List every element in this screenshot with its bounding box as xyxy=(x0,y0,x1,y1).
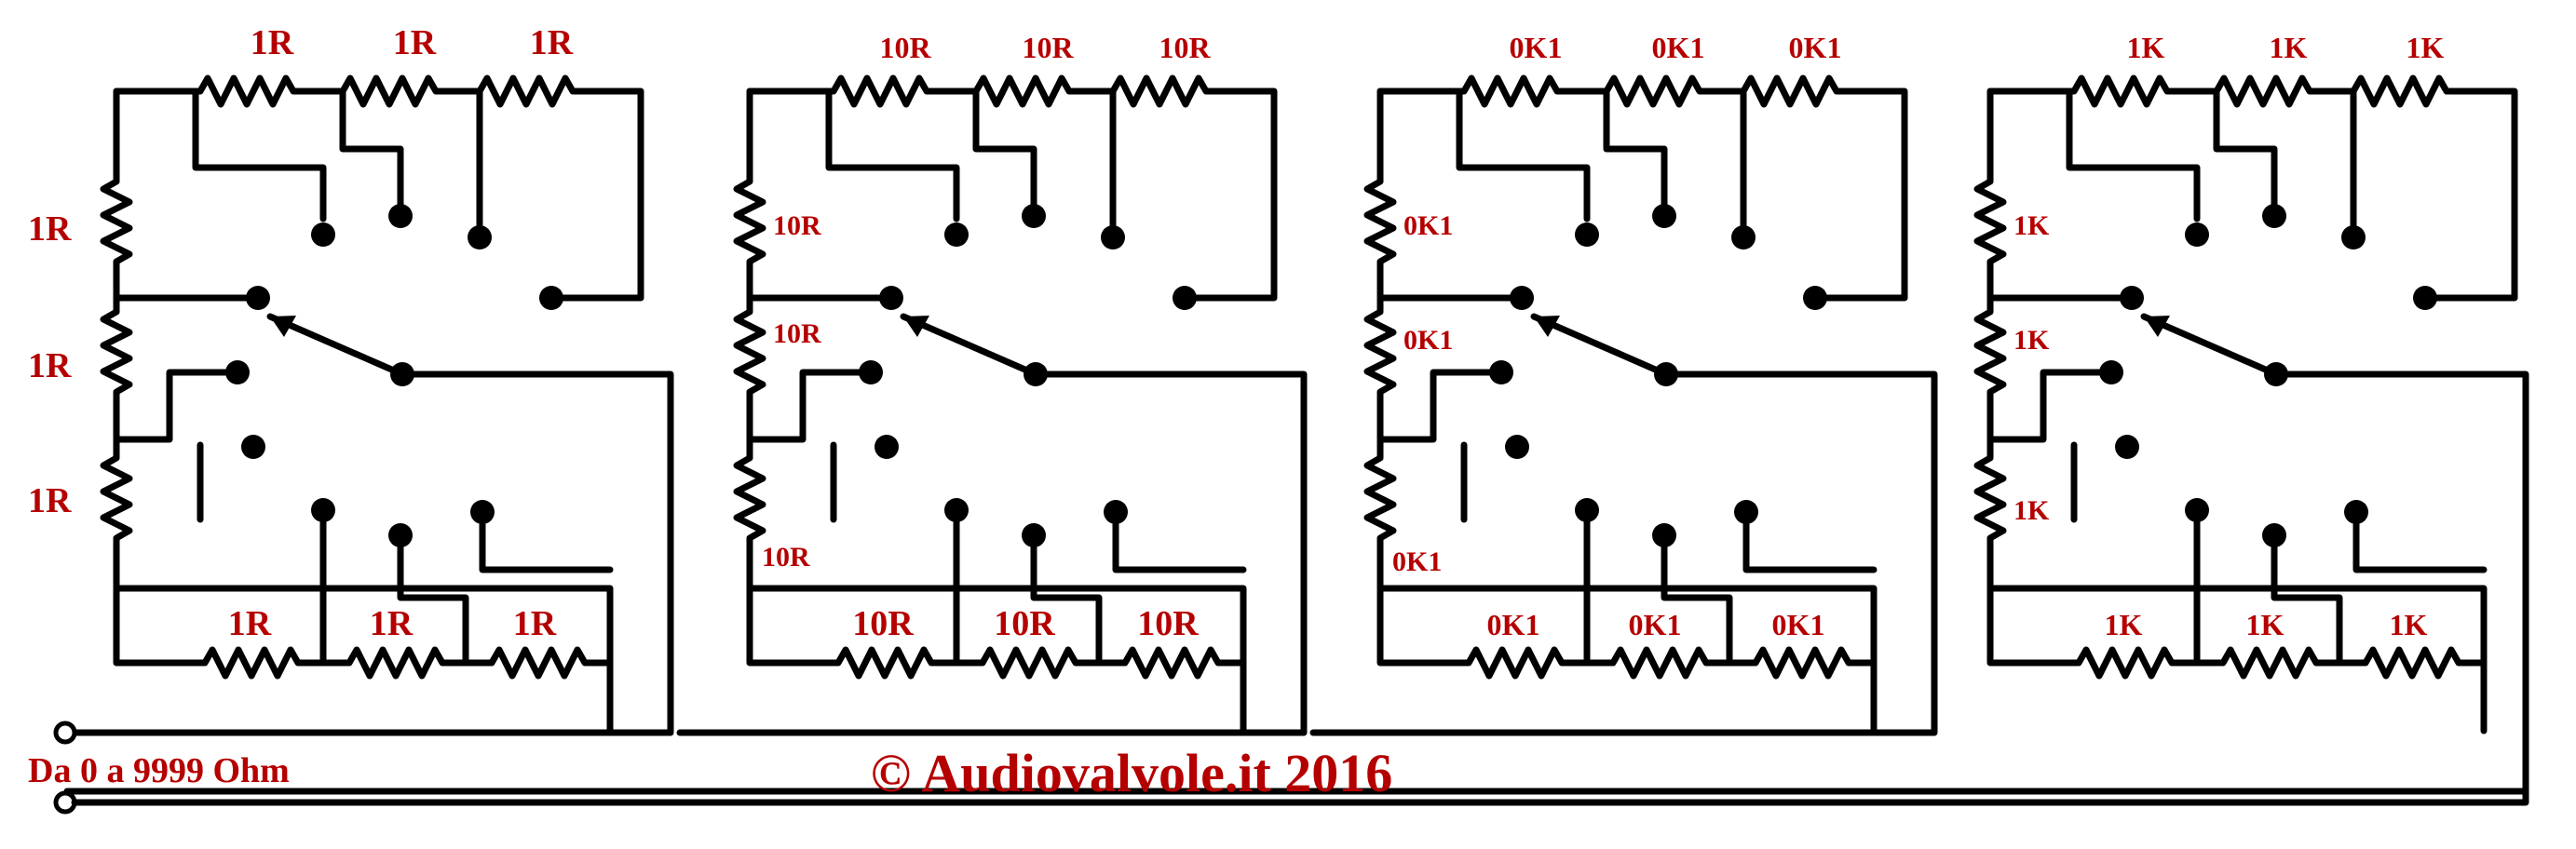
switch-contacts xyxy=(1489,204,1827,547)
decade-thousands: 1K 1K 1K 1K 1K 1K 1K 1K 1K xyxy=(63,31,2529,795)
resistor-labels: 0K1 0K1 0K1 0K1 0K1 0K1 0K1 0K1 0K1 xyxy=(1392,31,1841,641)
left-resistor-3-label: 1K xyxy=(2013,495,2050,526)
top-resistor-2-label: 0K1 xyxy=(1652,31,1705,64)
left-resistor-2-label: 1R xyxy=(28,346,72,385)
top-resistor-3-label: 1R xyxy=(530,23,574,62)
left-resistor-3-label: 0K1 xyxy=(1392,546,1442,577)
terminal-a-icon[interactable] xyxy=(53,721,77,745)
left-resistor-1-label: 10R xyxy=(773,210,821,241)
bottom-resistor-3-label: 0K1 xyxy=(1772,608,1825,641)
copyright-label: © Audiovalvole.it 2016 xyxy=(871,743,1393,803)
top-resistor-2-label: 1R xyxy=(393,23,437,62)
left-resistor-3-label: 1R xyxy=(28,481,72,520)
resistor-labels: 1K 1K 1K 1K 1K 1K 1K 1K 1K xyxy=(2013,31,2445,641)
switch-contacts xyxy=(859,204,1197,547)
bottom-resistor-1-label: 10R xyxy=(852,604,914,643)
decade-units: 1R 1R 1R 1R 1R 1R 1R 1R 1R xyxy=(28,23,674,736)
top-resistor-2-label: 1K xyxy=(2270,31,2308,64)
bottom-resistor-3-label: 1K xyxy=(2390,608,2428,641)
top-resistor-1-label: 1K xyxy=(2127,31,2165,64)
decade-wiring xyxy=(61,74,674,736)
top-resistor-1-label: 1R xyxy=(251,23,294,62)
output-terminals xyxy=(53,721,2529,815)
bottom-resistor-2-label: 10R xyxy=(994,604,1055,643)
bottom-resistor-3-label: 10R xyxy=(1137,604,1199,643)
decade-wiring xyxy=(1309,74,1938,736)
left-resistor-2-label: 1K xyxy=(2013,325,2050,356)
left-resistor-2-label: 0K1 xyxy=(1403,325,1453,356)
decade-wiring xyxy=(676,74,1308,736)
range-label: Da 0 a 9999 Ohm xyxy=(28,751,290,790)
top-resistor-3-label: 1K xyxy=(2407,31,2445,64)
bottom-resistor-1-label: 0K1 xyxy=(1487,608,1540,641)
bottom-resistor-2-label: 0K1 xyxy=(1629,608,1682,641)
top-resistor-3-label: 0K1 xyxy=(1789,31,1842,64)
switch-contacts xyxy=(225,204,563,547)
bottom-resistor-2-label: 1K xyxy=(2246,608,2285,641)
top-resistor-2-label: 10R xyxy=(1022,31,1074,64)
left-resistor-1-label: 0K1 xyxy=(1403,210,1453,241)
switch-contacts xyxy=(2099,204,2437,547)
top-resistor-3-label: 10R xyxy=(1159,31,1211,64)
bottom-resistor-1-label: 1K xyxy=(2105,608,2143,641)
decade-hundreds: 0K1 0K1 0K1 0K1 0K1 0K1 0K1 0K1 0K1 xyxy=(1309,31,1938,736)
left-resistor-2-label: 10R xyxy=(773,318,821,349)
top-resistor-1-label: 10R xyxy=(879,31,931,64)
decade-wiring xyxy=(63,74,2529,795)
left-resistor-1-label: 1K xyxy=(2013,210,2050,241)
resistor-labels: 10R 10R 10R 10R 10R 10R 10R 10R 10R xyxy=(762,31,1211,643)
decade-tens: 10R 10R 10R 10R 10R 10R 10R 10R 10R xyxy=(676,31,1308,736)
bottom-resistor-1-label: 1R xyxy=(228,604,272,643)
left-resistor-1-label: 1R xyxy=(28,209,72,249)
bottom-resistor-2-label: 1R xyxy=(370,604,414,643)
resistor-labels: 1R 1R 1R 1R 1R 1R 1R 1R 1R xyxy=(28,23,574,643)
left-resistor-3-label: 10R xyxy=(762,542,810,573)
bottom-resistor-3-label: 1R xyxy=(513,604,557,643)
top-resistor-1-label: 0K1 xyxy=(1510,31,1563,64)
